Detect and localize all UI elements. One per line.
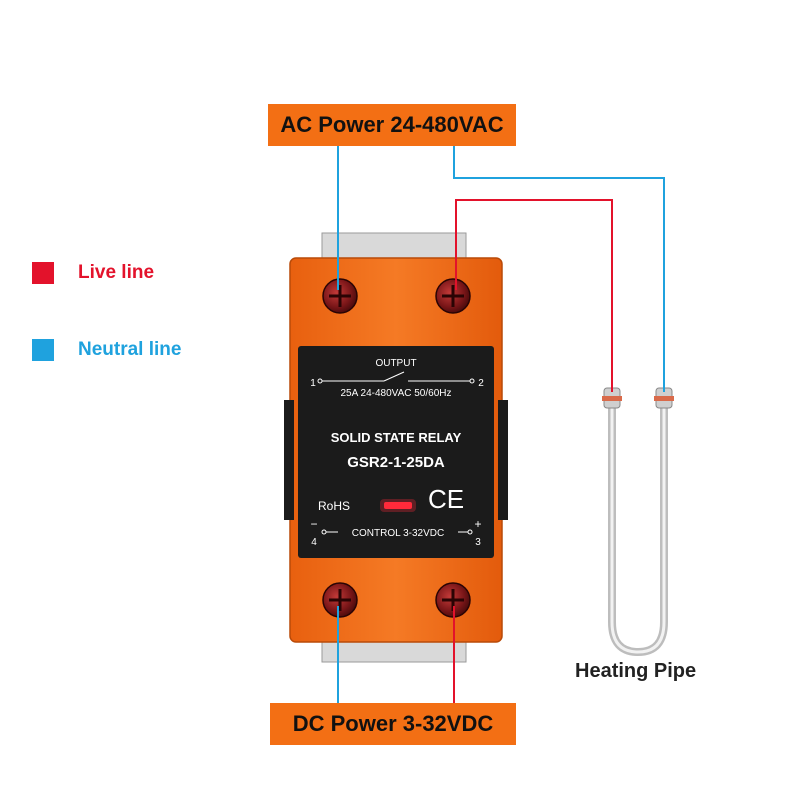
relay-front-panel — [298, 346, 494, 558]
terminal-1-label: 1 — [310, 378, 316, 389]
control-label: CONTROL 3-32VDC — [352, 528, 444, 539]
plus-sign: + — [474, 517, 481, 531]
live-line-legend: Live line — [78, 262, 155, 283]
screw-terminal-1 — [322, 278, 358, 314]
status-led-glow — [380, 499, 416, 512]
ac-power-label: AC Power 24-480VAC — [268, 104, 516, 146]
output-rating: 25A 24-480VAC 50/60Hz — [340, 388, 451, 399]
relay-side-rail-left — [284, 400, 294, 520]
dc-power-label: DC Power 3-32VDC — [270, 703, 516, 745]
heating-pipe-highlight — [610, 402, 666, 654]
live-line-swatch — [32, 262, 54, 284]
terminal-4-label: 4 — [311, 537, 317, 548]
relay-model: GSR2-1-25DA — [347, 454, 445, 471]
relay-side-rail-right — [498, 400, 508, 520]
neutral-wire-ac-heater — [453, 146, 665, 392]
screw-terminal-3 — [435, 582, 471, 618]
screw-terminal-4 — [322, 582, 358, 618]
ce-mark: CE — [428, 484, 464, 514]
status-led — [384, 502, 412, 509]
heating-pipe-label: Heating Pipe — [575, 660, 697, 682]
relay-title: SOLID STATE RELAY — [331, 430, 462, 445]
terminal-3-label: 3 — [475, 537, 481, 548]
minus-sign: − — [310, 517, 317, 531]
live-wire-terminal-2-heater — [455, 199, 613, 392]
terminal-2-label: 2 — [478, 378, 484, 389]
neutral-line-legend: Neutral line — [78, 339, 182, 360]
rohs-mark: RoHS — [318, 499, 350, 513]
control-line-symbol — [321, 529, 473, 535]
neutral-line-swatch — [32, 339, 54, 361]
output-label: OUTPUT — [375, 358, 416, 369]
screw-terminal-2 — [435, 278, 471, 314]
heating-pipe — [608, 400, 668, 657]
output-switch-symbol — [317, 371, 475, 384]
